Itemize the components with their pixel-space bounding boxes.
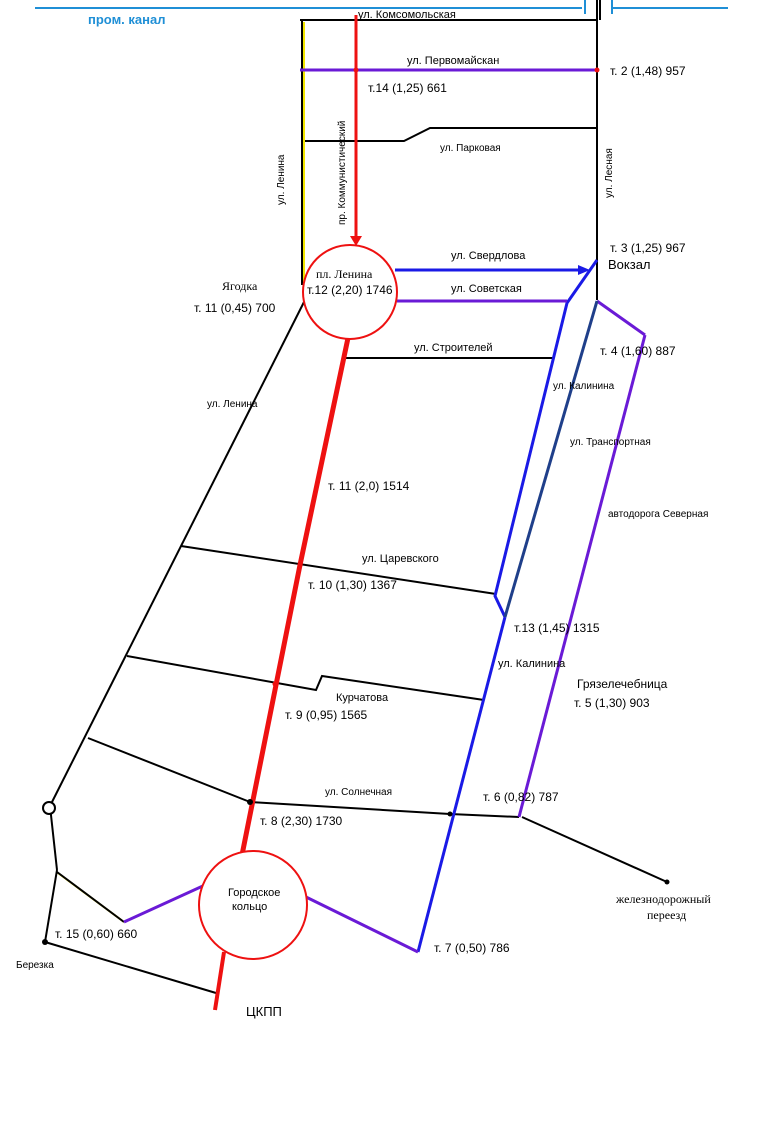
lenina-top-label: ул. Ленина bbox=[276, 154, 287, 205]
t11a-label: т. 11 (0,45) 700 bbox=[194, 301, 276, 315]
zhd-label-1: железнодорожный bbox=[615, 892, 711, 906]
pl-lenina-label: пл. Ленина bbox=[316, 267, 373, 281]
pl-lenina-circle bbox=[302, 244, 398, 340]
t12-label: т.12 (2,20) 1746 bbox=[307, 283, 393, 297]
kalinina-bottom-label: ул. Калинина bbox=[498, 658, 566, 670]
t3-label: т. 3 (1,25) 967 bbox=[610, 241, 686, 255]
parkovaya-label: ул. Парковая bbox=[440, 143, 501, 154]
black-streets bbox=[44, 0, 668, 994]
point-dots bbox=[42, 67, 670, 945]
lower-left-link bbox=[56, 871, 125, 923]
avtodoroga-label: автодорога Северная bbox=[608, 509, 708, 520]
kurchatova-label: Курчатова bbox=[336, 692, 389, 704]
vokzal-label: Вокзал bbox=[608, 257, 651, 272]
gorodskoe-label: Городское bbox=[228, 887, 280, 899]
canal bbox=[35, 0, 728, 14]
t10-label: т. 10 (1,30) 1367 bbox=[308, 578, 397, 592]
koltso-label: кольцо bbox=[232, 901, 267, 913]
sovetskaya-label: ул. Советская bbox=[451, 283, 522, 295]
blue-streets bbox=[395, 259, 599, 953]
gorodskoe-circle bbox=[198, 850, 308, 960]
purple-streets bbox=[123, 299, 647, 954]
yagodka-label: Ягодка bbox=[222, 279, 258, 293]
yellow-segments bbox=[57, 22, 305, 923]
pervomaiskaya-label: ул. Первомайскан bbox=[407, 55, 499, 67]
komsomolskaya-label: ул. Комсомольская bbox=[358, 9, 456, 21]
t7-label: т. 7 (0,50) 786 bbox=[434, 941, 510, 955]
t8-label: т. 8 (2,30) 1730 bbox=[260, 814, 343, 828]
t5-label: т. 5 (1,30) 903 bbox=[574, 696, 650, 710]
canal-label: пром. канал bbox=[88, 12, 165, 27]
stroitelei-label: ул. Строителей bbox=[414, 342, 493, 354]
tsarevskogo-label: ул. Царевского bbox=[362, 553, 439, 565]
kommunistichesky-label: пр. Коммунистический bbox=[337, 121, 348, 225]
t14-label: т.14 (1,25) 661 bbox=[368, 81, 447, 95]
lesnaya-label: ул. Лесная bbox=[604, 148, 615, 198]
t4-label: т. 4 (1,60) 887 bbox=[600, 344, 676, 358]
tskpp-label: ЦКПП bbox=[246, 1004, 282, 1019]
t13-label: т.13 (1,45) 1315 bbox=[514, 621, 600, 635]
kalinina-top-label: ул. Калинина bbox=[553, 381, 615, 392]
gryazelechebnitsa-label: Грязелечебница bbox=[577, 677, 668, 691]
sverdlova-label: ул. Свердлова bbox=[451, 250, 526, 262]
t15-label: т. 15 (0,60) 660 bbox=[55, 927, 138, 941]
berezka-label: Березка bbox=[16, 960, 54, 971]
t9-label: т. 9 (0,95) 1565 bbox=[285, 708, 368, 722]
transportnaya-road bbox=[503, 300, 599, 618]
lenina-diag-label: ул. Ленина bbox=[207, 399, 258, 410]
zhd-label-2: переезд bbox=[647, 908, 686, 922]
t11b-label: т. 11 (2,0) 1514 bbox=[328, 479, 410, 493]
t2-label: т. 2 (1,48) 957 bbox=[610, 64, 686, 78]
junction-circle bbox=[42, 801, 56, 815]
solnechnaya-label: ул. Солнечная bbox=[325, 787, 392, 798]
transportnaya-label: ул. Транспортная bbox=[570, 437, 651, 448]
t6-label: т. 6 (0,82) 787 bbox=[483, 790, 559, 804]
